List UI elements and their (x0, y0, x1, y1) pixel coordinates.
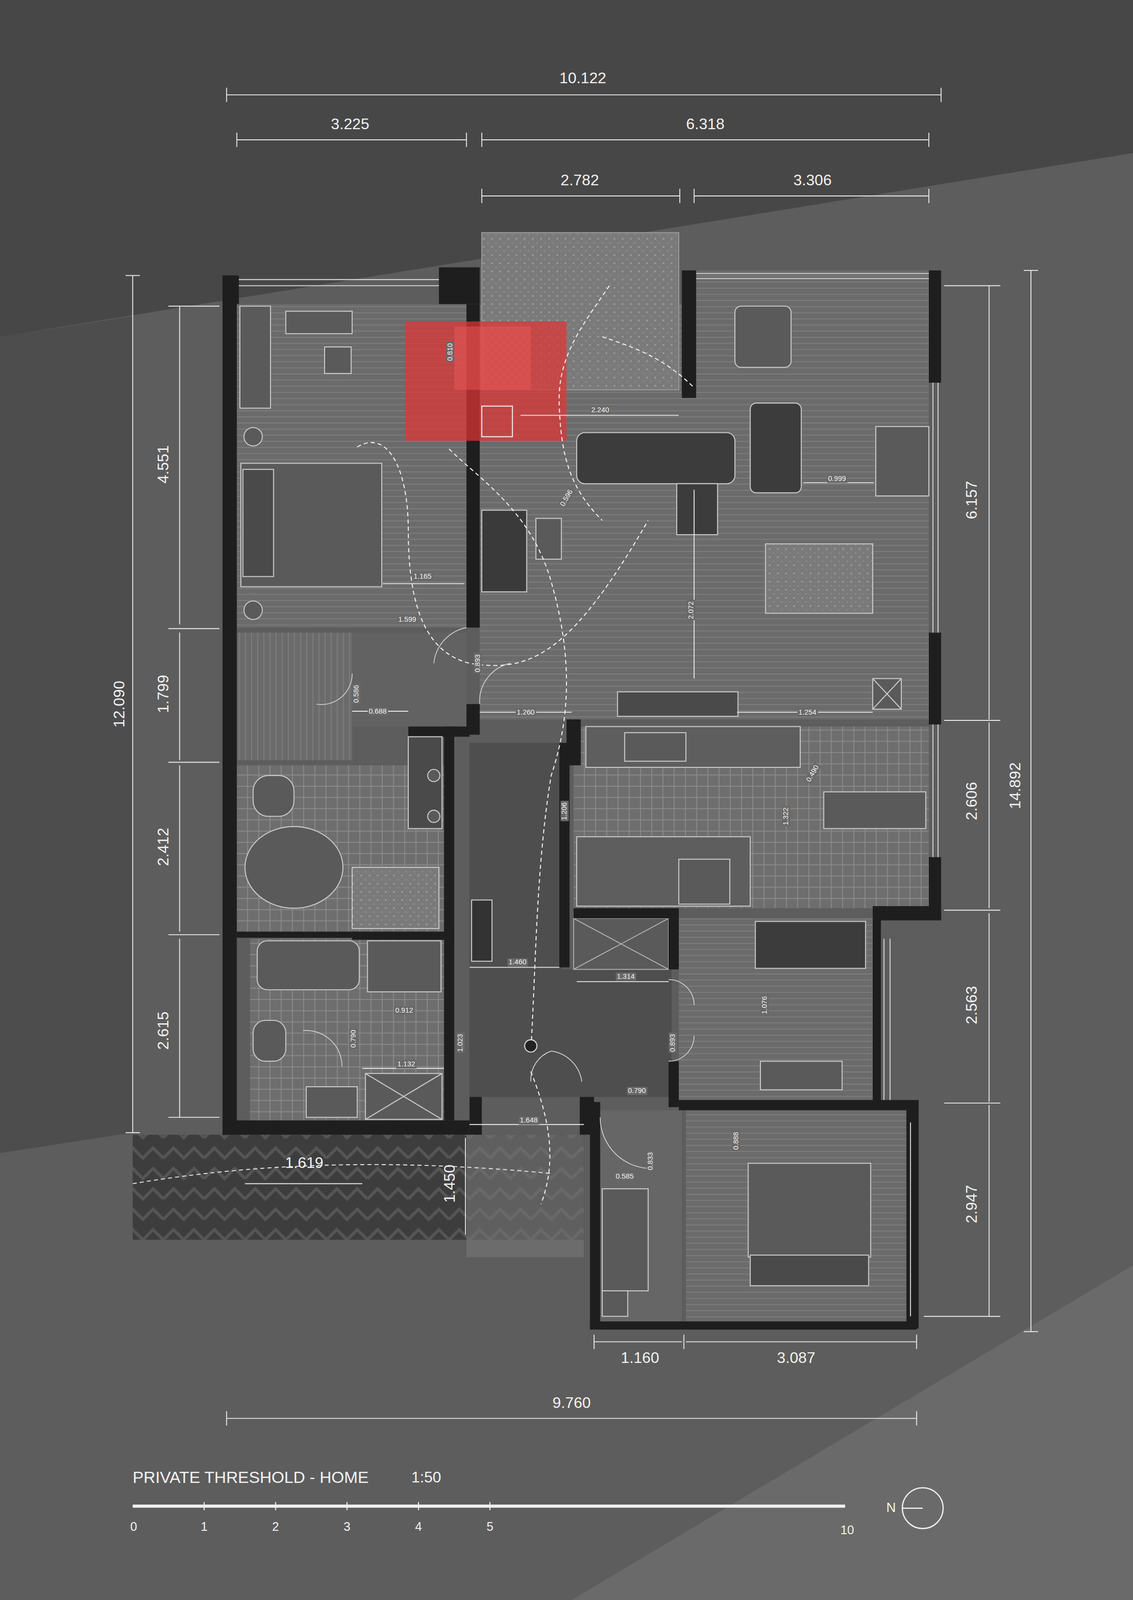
dimension-label: 1.160 (620, 1349, 659, 1367)
dimension-small: 2.240 (590, 406, 611, 415)
dimension-label: 4 (415, 1520, 422, 1535)
dimension-label: 6.318 (685, 116, 725, 134)
dimension-label: 3.306 (793, 172, 832, 190)
dimension-small: 1.314 (615, 972, 636, 981)
dimension-label: 1:50 (411, 1469, 442, 1487)
dimension-label: N (886, 1500, 896, 1516)
dimension-small: 1.599 (397, 615, 418, 624)
drawing-title: PRIVATE THRESHOLD - HOME (132, 1468, 369, 1487)
dimension-label: 12.090 (110, 680, 128, 728)
dimension-label: 4.551 (154, 445, 172, 484)
dimension-small: 1.254 (797, 708, 818, 716)
dimension-small: 0.893 (473, 653, 482, 673)
dimension-label: 3.087 (776, 1349, 816, 1367)
dimension-label: 14.892 (1007, 762, 1025, 810)
dimension-small: 1.132 (396, 1060, 417, 1069)
dimension-small: 0.912 (394, 1006, 415, 1014)
dimension-label: 3.225 (330, 116, 370, 134)
dimension-label: 2.615 (154, 1011, 172, 1050)
dimension-small: 0.999 (827, 474, 848, 483)
dimension-small: 1.165 (412, 572, 433, 581)
dimension-small: 0.586 (352, 684, 360, 704)
dimension-label: 1.450 (441, 1164, 459, 1203)
dimension-label: 2.563 (963, 985, 981, 1025)
dimension-label: 6.157 (963, 480, 981, 520)
dimension-small: 0.790 (349, 1028, 358, 1049)
dimension-label: 3 (343, 1520, 351, 1535)
dimension-small: 1.460 (507, 958, 528, 967)
dimension-label: 2.606 (963, 781, 981, 820)
dimension-label: 1.619 (284, 1154, 324, 1172)
dimension-small: 1.206 (560, 801, 569, 821)
dimension-label: 9.760 (552, 1394, 591, 1412)
dimension-small: 0.810 (446, 342, 454, 362)
dimension-label: 1.799 (154, 674, 172, 714)
dimension-small: 0.893 (668, 1032, 677, 1053)
dimension-small: 2.072 (686, 600, 695, 621)
dimension-label: 2 (272, 1520, 280, 1535)
dimension-label: 10.122 (559, 70, 607, 88)
dimension-label: 10 (840, 1523, 854, 1538)
dimension-small: 1.076 (760, 995, 769, 1015)
dimension-label: 2.412 (154, 827, 172, 866)
dimension-small: 1.260 (515, 708, 536, 716)
dimension-small: 0.833 (646, 1151, 655, 1172)
dimension-label: 0 (130, 1520, 137, 1535)
dimension-small: 0.888 (731, 1130, 740, 1151)
dimension-small: 1.322 (782, 806, 791, 827)
dimension-label: 1 (200, 1520, 208, 1535)
dimension-small: 1.023 (456, 1032, 464, 1053)
dimension-label: 5 (486, 1520, 494, 1535)
dimension-small: 1.648 (518, 1116, 539, 1125)
dimension-label: 2.947 (963, 1184, 981, 1223)
dimension-small: 0.688 (367, 707, 388, 716)
dimension-label: 2.782 (560, 172, 599, 190)
dimension-small: 0.790 (626, 1086, 647, 1095)
dimension-small: 0.585 (614, 1172, 635, 1181)
